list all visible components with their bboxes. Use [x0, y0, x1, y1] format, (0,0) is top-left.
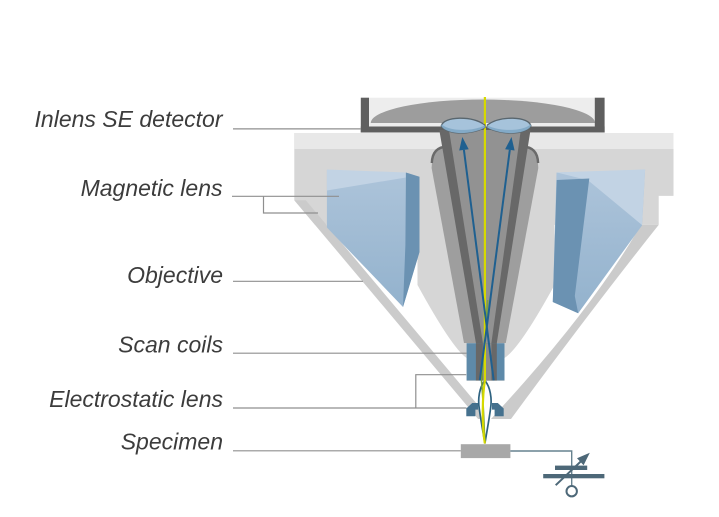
svg-text:Inlens SE detector: Inlens SE detector: [35, 106, 224, 132]
svg-text:Objective: Objective: [127, 262, 223, 288]
svg-text:Electrostatic lens: Electrostatic lens: [49, 386, 223, 412]
svg-text:Magnetic lens: Magnetic lens: [81, 175, 223, 201]
svg-text:Specimen: Specimen: [121, 429, 223, 455]
svg-text:Scan coils: Scan coils: [118, 332, 223, 358]
